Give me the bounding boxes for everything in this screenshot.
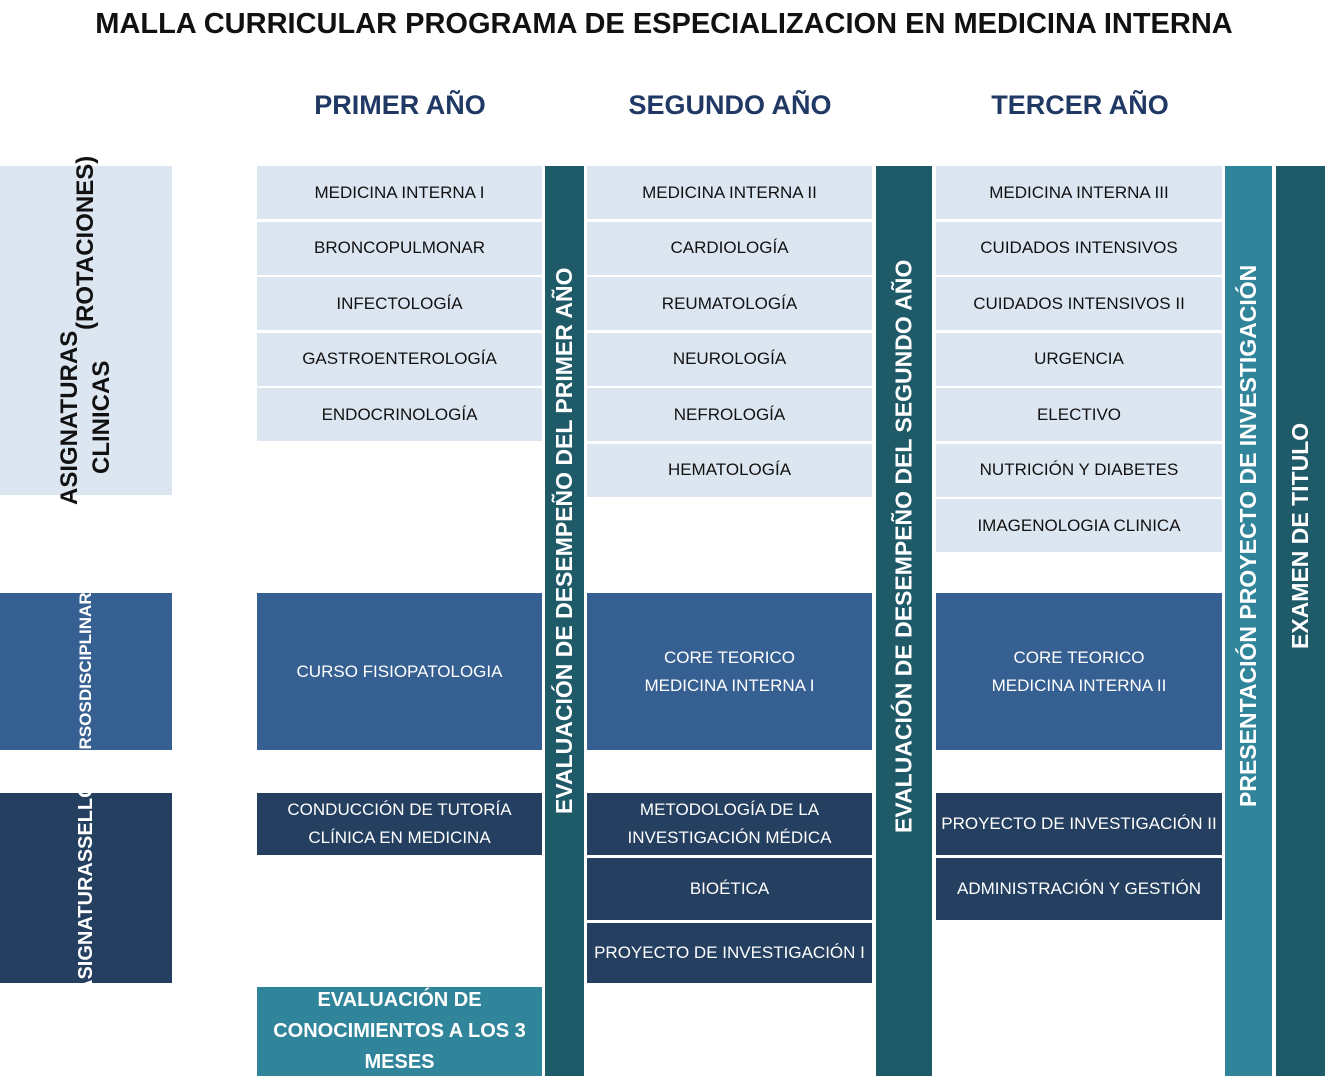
rotation-item: URGENCIA <box>936 332 1222 386</box>
rotation-item: NEUROLOGÍA <box>587 332 872 386</box>
bar-eval-segundo-ano: EVALUACIÓN DE DESEMPEÑO DEL SEGUNDO AÑO <box>876 166 932 1076</box>
bar-eval-primer-ano: EVALUACIÓN DE DESEMPEÑO DEL PRIMER AÑO <box>545 166 584 1076</box>
year-header-3: TERCER AÑO <box>991 89 1169 120</box>
eval-3-meses: EVALUACIÓN DE CONOCIMIENTOS A LOS 3 MESE… <box>257 987 542 1076</box>
page-title: MALLA CURRICULAR PROGRAMA DE ESPECIALIZA… <box>95 7 1233 40</box>
category-label: (ROTACIONES) <box>72 156 99 331</box>
bar-examen-titulo: EXAMEN DE TITULO <box>1276 166 1325 1076</box>
course-box: BIOÉTICA <box>587 858 872 920</box>
rotation-item: HEMATOLOGÍA <box>587 443 872 497</box>
rotation-item: MEDICINA INTERNA I <box>257 166 542 219</box>
category-label: ASIGNATURAS CLINICAS <box>56 330 115 505</box>
category-label: DISCIPLINARES <box>76 569 95 701</box>
course-box: CURSO FISIOPATOLOGIA <box>257 593 542 750</box>
category-clinicas: ASIGNATURAS CLINICAS (ROTACIONES) <box>0 156 172 505</box>
rotation-item: CARDIOLOGÍA <box>587 221 872 275</box>
category-label: CURSOS <box>76 700 95 774</box>
course-box: ADMINISTRACIÓN Y GESTIÓN <box>936 858 1222 920</box>
rotation-item: MEDICINA INTERNA II <box>587 166 872 219</box>
year-header-1: PRIMER AÑO <box>314 89 486 120</box>
rotation-item: INFECTOLOGÍA <box>257 277 542 330</box>
rotation-item: GASTROENTEROLOGÍA <box>257 332 542 386</box>
rotation-item: ENDOCRINOLOGÍA <box>257 388 542 441</box>
bar-presentacion-proyecto: PRESENTACIÓN PROYECTO DE INVESTIGACIÓN <box>1225 166 1272 1076</box>
category-label: SELLO <box>75 782 97 849</box>
course-box: METODOLOGÍA DE LA INVESTIGACIÓN MÉDICA <box>587 793 872 855</box>
year-header-2: SEGUNDO AÑO <box>628 89 832 120</box>
category-label: ASIGNATURAS <box>75 848 97 994</box>
rotation-item: NUTRICIÓN Y DIABETES <box>936 443 1222 497</box>
course-box: CORE TEORICO MEDICINA INTERNA II <box>936 593 1222 750</box>
rotation-item: REUMATOLOGÍA <box>587 277 872 330</box>
course-box: PROYECTO DE INVESTIGACIÓN II <box>936 793 1222 855</box>
rotation-item: BRONCOPULMONAR <box>257 221 542 275</box>
rotation-item: MEDICINA INTERNA III <box>936 166 1222 219</box>
category-disciplinares: CURSOS DISCIPLINARES <box>0 569 172 774</box>
rotation-item: ELECTIVO <box>936 388 1222 441</box>
course-box: PROYECTO DE INVESTIGACIÓN I <box>587 923 872 983</box>
rotation-item: CUIDADOS INTENSIVOS <box>936 221 1222 275</box>
category-sello: ASIGNATURAS SELLO <box>0 782 172 994</box>
rotation-item: IMAGENOLOGIA CLINICA <box>936 499 1222 552</box>
rotation-item: NEFROLOGÍA <box>587 388 872 441</box>
rotation-item: CUIDADOS INTENSIVOS II <box>936 277 1222 330</box>
course-box: CONDUCCIÓN DE TUTORÍA CLÍNICA EN MEDICIN… <box>257 793 542 855</box>
course-box: CORE TEORICO MEDICINA INTERNA I <box>587 593 872 750</box>
